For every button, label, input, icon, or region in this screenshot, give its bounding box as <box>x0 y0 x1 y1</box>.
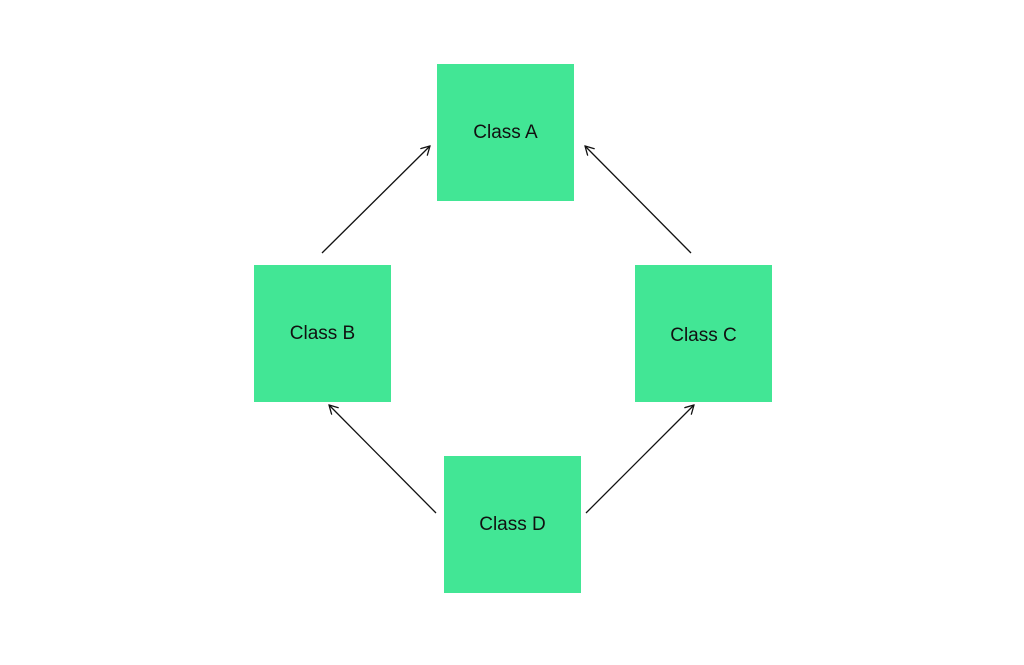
arrow-d-to-c <box>585 405 694 514</box>
class-c-label: Class C <box>670 324 737 346</box>
class-a-label: Class A <box>473 121 538 143</box>
arrow-d-to-b <box>329 405 437 514</box>
class-b-node: Class B <box>254 265 391 402</box>
arrow-c-to-a <box>585 146 692 254</box>
class-c-node: Class C <box>635 265 772 402</box>
arrow-b-to-a <box>321 146 430 254</box>
class-b-label: Class B <box>289 322 356 344</box>
class-d-label: Class D <box>479 513 546 535</box>
class-a-node: Class A <box>437 64 574 201</box>
class-d-node: Class D <box>444 456 581 593</box>
